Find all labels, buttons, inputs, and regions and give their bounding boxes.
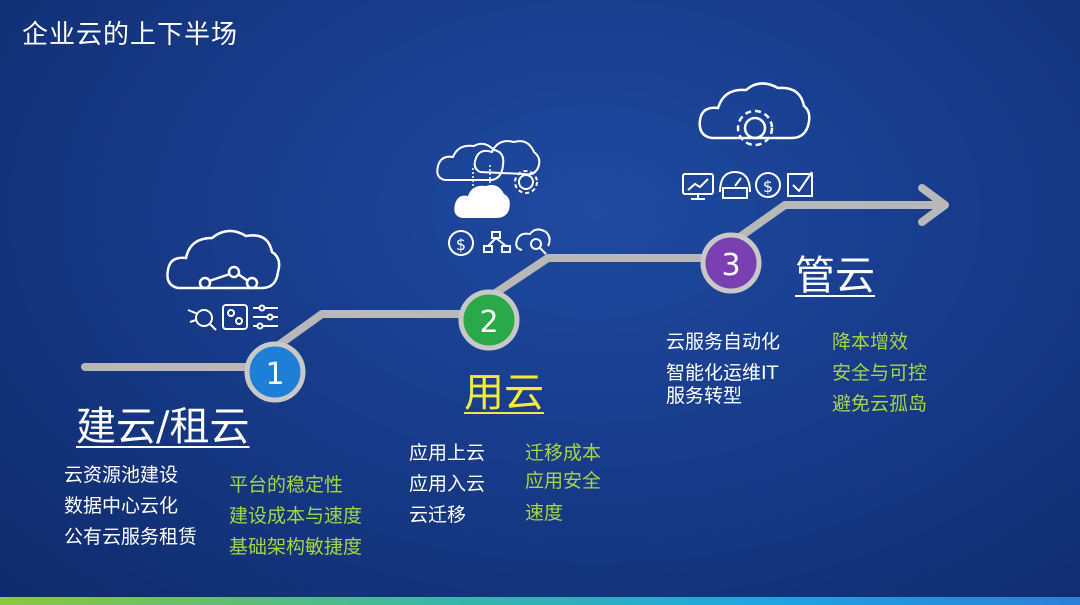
dollar-cycle-icon-2: $ — [755, 172, 781, 198]
list-item: 建设成本与速度 — [229, 505, 363, 527]
bottom-gradient-bar — [0, 597, 1080, 605]
list-item: 降本增效 — [832, 331, 909, 353]
stage-3-marker: 3 — [700, 232, 762, 294]
checklist-icon — [787, 171, 813, 197]
sliders-icon — [253, 304, 278, 330]
stage-3-label: 管云 — [795, 253, 875, 299]
list-item: 公有云服务租赁 — [64, 526, 198, 548]
stage-1-label: 建云/租云 — [76, 404, 250, 450]
stage-2-number: 2 — [479, 305, 498, 340]
list-item: 应用入云 — [409, 473, 486, 495]
stage-2-label: 用云 — [464, 370, 544, 416]
network-icon — [483, 231, 511, 253]
gear-icon — [514, 170, 538, 194]
cloud-migration-icon — [436, 140, 541, 218]
cloud-search-icon — [515, 228, 551, 255]
stage-3-items: 云服务自动化 智能化运维IT 服务转型 — [666, 328, 780, 411]
list-item: 速度 — [525, 502, 564, 524]
stage-2-items: 应用上云 应用入云 云迁移 — [409, 438, 485, 531]
cloud-gear-icon — [698, 82, 811, 147]
stage-2-concerns: 迁移成本 应用安全 速度 — [525, 439, 601, 527]
speedometer-icon — [719, 170, 751, 199]
search-analytics-icon — [187, 309, 217, 331]
stage-2-marker: 2 — [458, 289, 520, 351]
stage-1-concerns: 平台的稳定性 建设成本与速度 基础架构敏捷度 — [229, 470, 362, 563]
dollar-cycle-icon: $ — [448, 230, 474, 256]
list-item: 智能化运维IT — [666, 362, 779, 384]
cloud-network-icon — [166, 229, 281, 290]
svg-text:$: $ — [763, 177, 773, 196]
page-title: 企业云的上下半场 — [22, 20, 239, 50]
stage-1-marker: 1 — [244, 341, 306, 403]
monitor-chart-icon — [682, 173, 714, 200]
stage-3-concerns: 降本增效 安全与可控 避免云孤岛 — [832, 327, 927, 420]
stage-3-number: 3 — [721, 248, 740, 283]
stage-1-items: 云资源池建设 数据中心云化 公有云服务租赁 — [64, 460, 197, 553]
list-item: 基础架构敏捷度 — [229, 536, 363, 558]
arrow-head-icon — [918, 184, 949, 226]
list-item: 平台的稳定性 — [229, 474, 344, 496]
list-item: 应用上云 — [409, 442, 486, 464]
list-item: 服务转型 — [666, 385, 743, 407]
list-item: 云服务自动化 — [666, 331, 781, 353]
stage-1-number: 1 — [265, 357, 284, 392]
svg-text:$: $ — [456, 235, 466, 254]
list-item: 云迁移 — [409, 504, 467, 526]
list-item: 云资源池建设 — [64, 464, 179, 486]
list-item: 迁移成本 — [525, 442, 602, 464]
list-item: 避免云孤岛 — [832, 393, 928, 415]
list-item: 数据中心云化 — [64, 495, 179, 517]
list-item: 应用安全 — [525, 470, 602, 492]
dashboard-icon — [222, 304, 248, 330]
list-item: 安全与可控 — [832, 362, 928, 384]
